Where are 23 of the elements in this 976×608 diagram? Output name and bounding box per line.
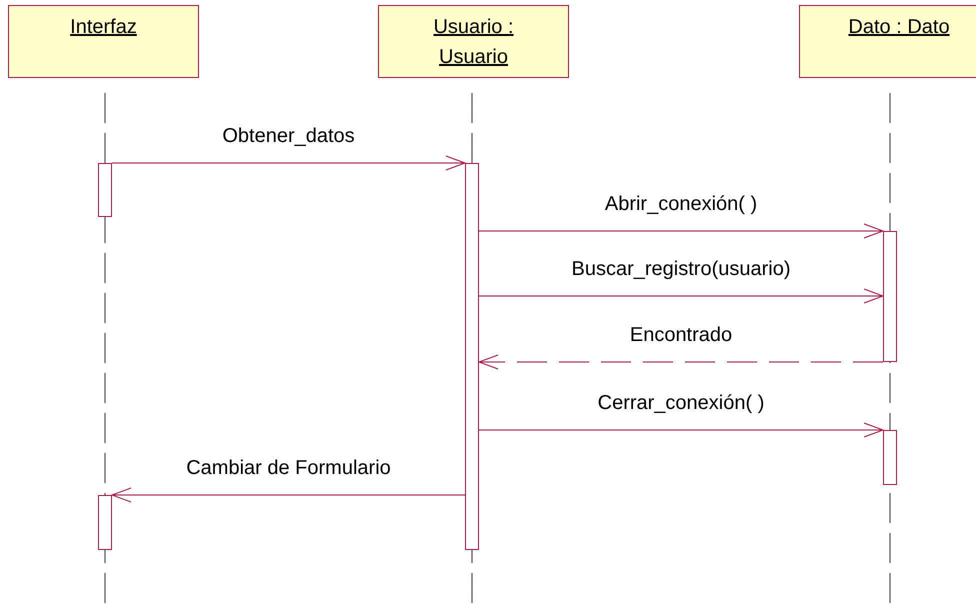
object-name: Dato : Dato <box>848 16 950 38</box>
message-arrow <box>478 288 884 304</box>
activation-bar <box>883 430 897 485</box>
activation-bar <box>98 163 112 217</box>
object-name: Usuario : Usuario <box>433 16 514 68</box>
lifeline-head-box <box>8 5 199 78</box>
message-arrow <box>478 422 884 438</box>
message-arrow <box>478 224 884 238</box>
return-message-arrow <box>478 354 884 370</box>
message-label: Abrir_conexión( ) <box>604 193 758 216</box>
message-label: Cambiar de Formulario <box>186 457 391 480</box>
message-arrow <box>112 488 466 502</box>
message-label: Encontrado <box>630 324 732 347</box>
activation-bar <box>465 163 479 550</box>
object-name: Interfaz <box>70 16 137 38</box>
message-label: Cerrar_conexión( ) <box>598 392 764 415</box>
lifeline-head-box <box>378 5 569 78</box>
message-arrow <box>112 156 466 170</box>
lifeline-head-box <box>799 5 976 78</box>
message-label: Obtener_datos <box>222 125 355 148</box>
activation-bar <box>883 231 897 362</box>
activation-bar <box>98 495 112 550</box>
message-label: Buscar_registro(usuario) <box>572 258 790 281</box>
